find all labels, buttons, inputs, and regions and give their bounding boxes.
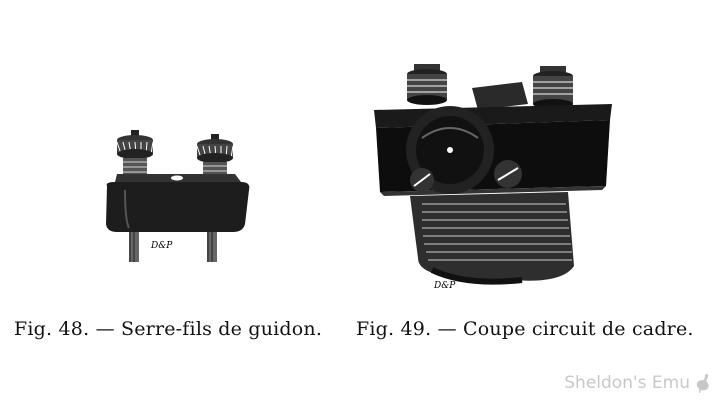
- breaker-screws: [410, 160, 522, 192]
- fig48-number: Fig. 48.: [14, 318, 90, 340]
- fig48-caption: Fig. 48. — Serre-fils de guidon.: [14, 318, 322, 340]
- right-terminal-knob: [196, 134, 234, 176]
- left-terminal-knob: [116, 130, 154, 174]
- fig48-caption-text: — Serre-fils de guidon.: [95, 318, 323, 340]
- fig49-caption: Fig. 49. — Coupe circuit de cadre.: [356, 318, 694, 340]
- top-left-knob: [407, 64, 447, 105]
- fig49-number: Fig. 49.: [356, 318, 432, 340]
- terminal-pins: [129, 232, 217, 262]
- engraver-signature: D&P: [433, 281, 456, 291]
- engraver-signature: D&P: [150, 241, 173, 251]
- watermark: Sheldon's Emu: [564, 372, 712, 394]
- fig49-frame-circuit-breaker-illustration: D&P: [374, 64, 612, 291]
- emu-bird-icon: [696, 374, 709, 393]
- top-cylinder: [472, 82, 528, 110]
- terminal-base-block: [106, 174, 250, 232]
- fig49-caption-text: — Coupe circuit de cadre.: [437, 318, 694, 340]
- frame-clamp-plate: [410, 192, 574, 285]
- watermark-text: Sheldon's Emu: [564, 373, 690, 393]
- top-right-knob: [533, 66, 573, 109]
- fig48-handlebar-terminal-illustration: D&P: [106, 130, 250, 262]
